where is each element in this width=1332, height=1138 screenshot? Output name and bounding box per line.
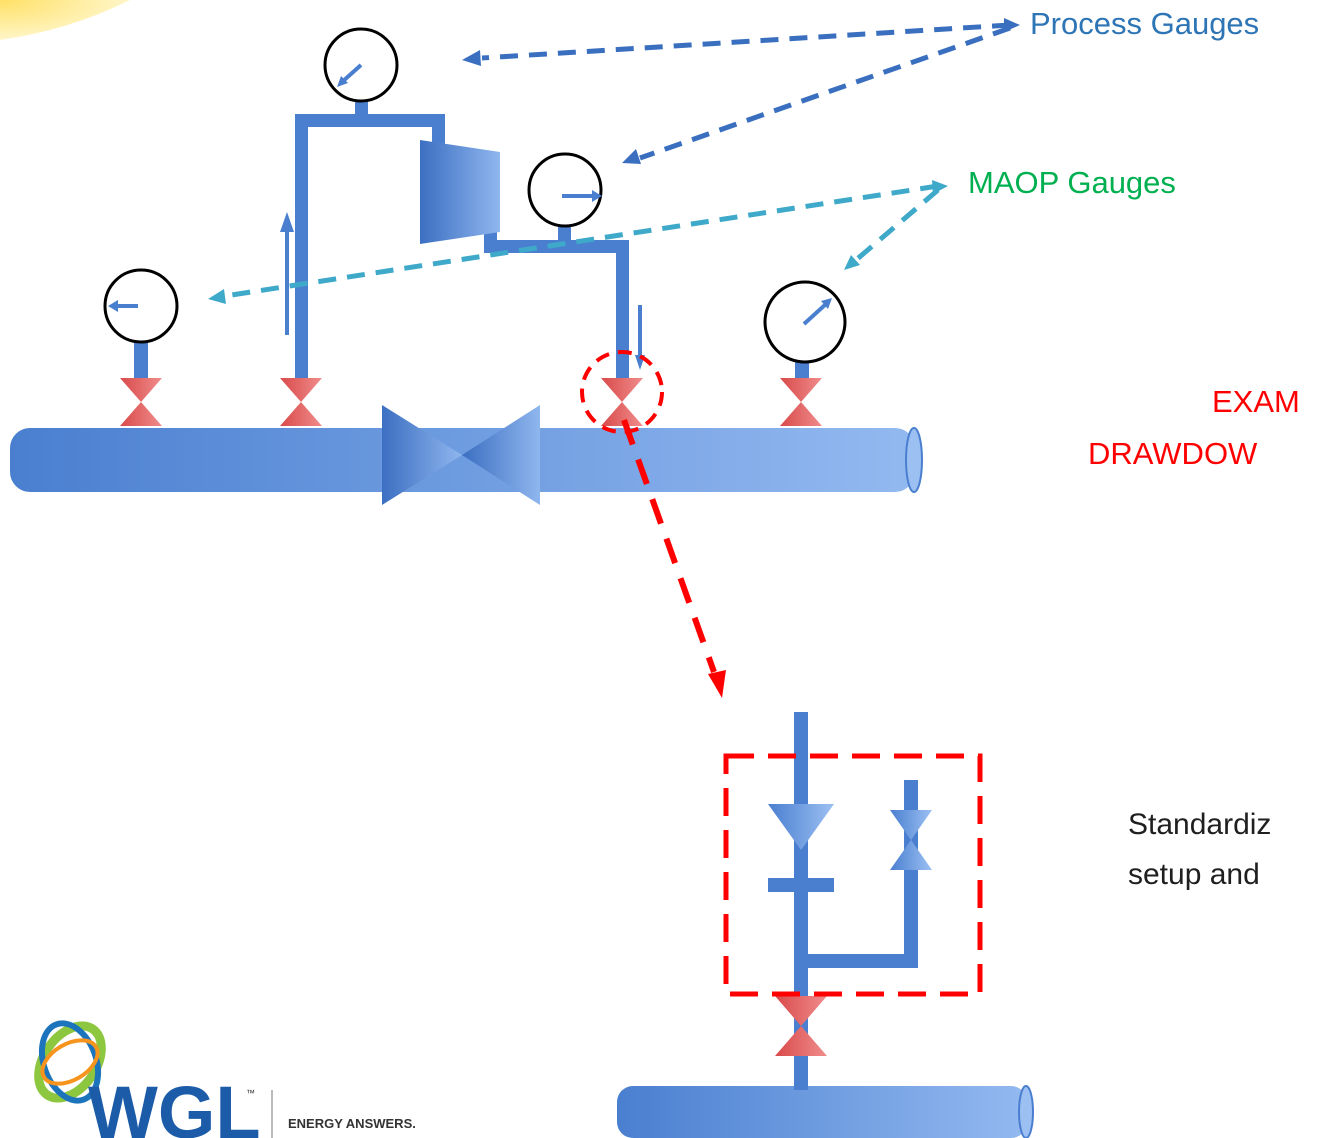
regulator-icon [420, 140, 500, 244]
corner-sun-decoration [0, 0, 130, 40]
standardize-text-line1: Standardiz [1128, 808, 1272, 841]
flow-arrow-up [280, 212, 294, 335]
detail-stem-piping [768, 712, 918, 1090]
isolation-valve-upstream [280, 378, 322, 426]
maop-arrowhead-right [844, 255, 860, 270]
main-line-valve [382, 405, 540, 505]
detail-vent-valve [890, 810, 932, 870]
gauge-left-branch [103, 268, 179, 426]
detail-callout-arrow [621, 418, 717, 674]
process-gauges-arrows [481, 22, 1011, 161]
example-label-line1: EXAM [1212, 384, 1300, 419]
process-arrowhead-top [462, 50, 481, 66]
logo-tagline: ENERGY ANSWERS. [288, 1116, 416, 1131]
wgl-logo: WGL [34, 1020, 273, 1138]
process-arrowhead-middle [622, 149, 641, 164]
maop-gauge-right [763, 280, 847, 426]
detail-isolation-valve [775, 996, 827, 1056]
isolation-valve-downstream [601, 378, 643, 426]
standardize-text-line2: setup and [1128, 858, 1260, 891]
example-label-line2: DRAWDOW [1088, 436, 1258, 471]
svg-text:WGL: WGL [88, 1071, 261, 1138]
process-gauge-middle [527, 152, 603, 242]
logo-trademark: ™ [246, 1088, 255, 1098]
maop-arrowhead-source [932, 180, 948, 194]
detail-pipe [617, 1085, 1034, 1138]
detail-callout-box [723, 753, 983, 997]
process-arrowhead-source [1004, 18, 1020, 32]
detail-callout-circle [580, 350, 664, 434]
process-gauge-top [323, 27, 399, 116]
detail-check-valve [768, 804, 834, 850]
process-gauges-label: Process Gauges [1030, 6, 1260, 41]
maop-gauges-arrows [224, 183, 940, 299]
maop-gauge-left [103, 268, 179, 344]
detail-callout-arrowhead [708, 670, 726, 698]
maop-gauges-label: MAOP Gauges [968, 165, 1176, 200]
main-pipe [10, 427, 923, 493]
maop-arrowhead-left [208, 289, 226, 304]
